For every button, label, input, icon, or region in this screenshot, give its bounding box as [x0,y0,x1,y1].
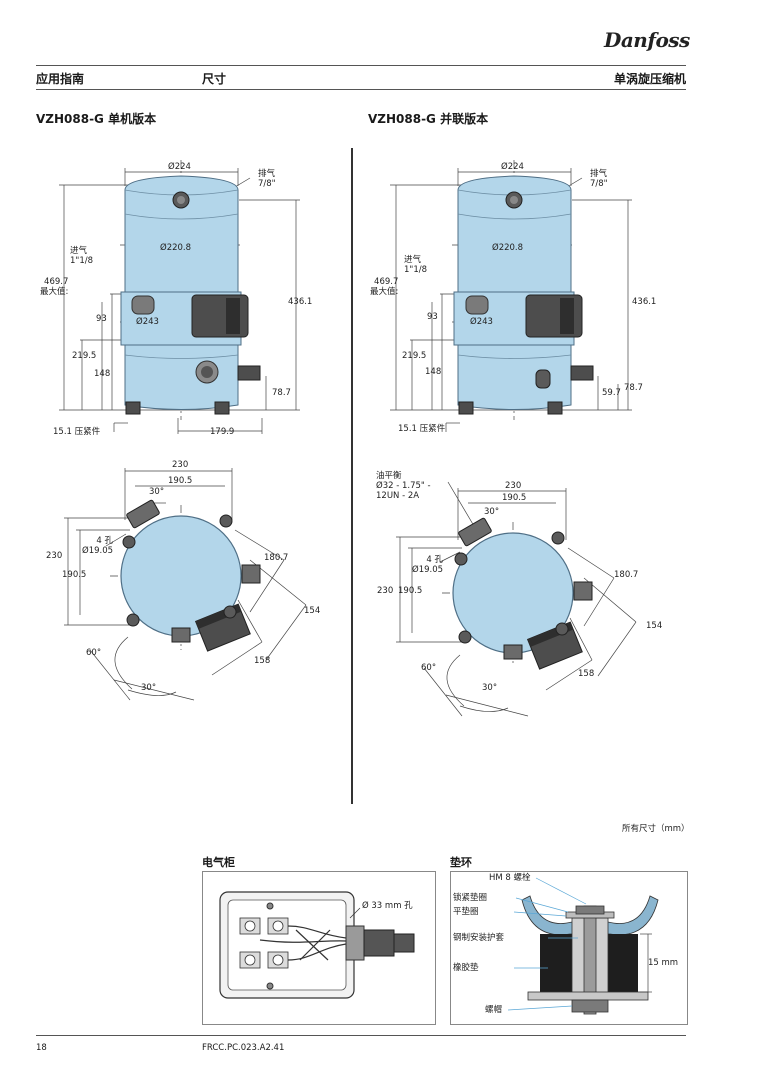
grommet-title: 垫环 [450,856,472,869]
parallel-dim-w190: 190.5 [502,493,527,503]
header-left: 应用指南 [36,72,85,86]
parallel-angle-60: 60° [421,663,437,673]
electrical-box-hole-label: Ø 33 mm 孔 [362,901,413,911]
section-divider [351,148,353,804]
single-label-grommet: 15.1 压紧件 [53,427,101,437]
header-rule-top [36,65,686,66]
single-angle-30-top: 30° [149,487,165,497]
parallel-label-oil-equalization: 油平衡 Ø32 - 1.75" - 12UN - 2A [376,471,431,501]
single-dim-d243: Ø243 [136,317,159,327]
electrical-box-title: 电气柜 [202,856,235,869]
grommet-label-flat-washer: 平垫圈 [453,907,479,917]
single-dim-max-height: 469.7 最大值: [40,277,69,297]
single-label-holes: 4 孔 Ø19.05 [82,536,114,556]
header-right: 单涡旋压缩机 [613,72,686,86]
parallel-dim-d220: Ø220.8 [492,243,524,253]
parallel-dim-h436: 436.1 [632,297,657,307]
parallel-dim-d224: Ø224 [501,162,524,172]
danfoss-logo: Danfoss [604,28,690,52]
parallel-angle-30-bottom: 30° [482,683,498,693]
page-number: 18 [36,1043,47,1053]
single-dim-h78: 78.7 [272,388,291,398]
single-dim-d224: Ø224 [168,162,191,172]
parallel-dim-h219: 219.5 [402,351,427,361]
parallel-dim-h93: 93 [427,312,438,322]
single-dim-w190: 190.5 [168,476,193,486]
doc-code: FRCC.PC.023.A2.41 [202,1043,285,1053]
single-dim-h219: 219.5 [72,351,97,361]
parallel-dim-w230: 230 [505,481,522,491]
grommet-label-lock-washer: 锁紧垫圈 [453,893,488,903]
grommet-label-nut: 螺帽 [485,1005,503,1015]
single-angle-30-bottom: 30° [141,683,157,693]
grommet-label-rubber: 橡胶垫 [453,963,479,973]
single-dim-r158: 158 [254,656,271,666]
parallel-dim-r158: 158 [578,669,595,679]
parallel-dim-r180: 180.7 [614,570,639,580]
parallel-dim-h59: 59.7 [602,388,621,398]
single-dim-h190: 190.5 [62,570,87,580]
parallel-angle-30-top: 30° [484,507,500,517]
parallel-dim-r154: 154 [646,621,663,631]
single-version-title: VZH088-G 单机版本 [36,112,157,126]
single-dim-r154: 154 [304,606,321,616]
single-label-suction: 进气 1"1/8 [70,246,93,266]
parallel-dim-h148: 148 [425,367,442,377]
parallel-label-grommet: 15.1 压紧件 [398,424,446,434]
grommet-label-height: 15 mm [648,958,679,968]
header-rule-bottom [36,89,686,90]
parallel-label-discharge: 排气 7/8" [590,169,608,189]
parallel-dim-h78: 78.7 [624,383,643,393]
single-dim-w179: 179.9 [210,427,235,437]
footer-rule [36,1035,686,1036]
single-label-discharge: 排气 7/8" [258,169,276,189]
parallel-dim-d243: Ø243 [470,317,493,327]
single-dim-h230: 230 [46,551,63,561]
grommet-label-bolt: HM 8 螺栓 [489,873,531,883]
parallel-dim-h230: 230 [377,586,394,596]
single-dim-h93: 93 [96,314,107,324]
parallel-label-suction: 进气 1"1/8 [404,255,427,275]
parallel-version-title: VZH088-G 并联版本 [368,112,489,126]
units-note: 所有尺寸（mm） [622,824,690,834]
single-dim-w230: 230 [172,460,189,470]
grommet-label-sleeve: 钢制安装护套 [453,933,505,943]
single-dim-h436: 436.1 [288,297,313,307]
parallel-dim-h190: 190.5 [398,586,423,596]
header-center: 尺寸 [202,72,227,86]
single-dim-r180: 180.7 [264,553,289,563]
single-dim-h148: 148 [94,369,111,379]
single-dim-d220: Ø220.8 [160,243,192,253]
parallel-dim-max-height: 469.7 最大值: [370,277,399,297]
parallel-label-holes: 4 孔 Ø19.05 [412,555,444,575]
single-angle-60: 60° [86,648,102,658]
